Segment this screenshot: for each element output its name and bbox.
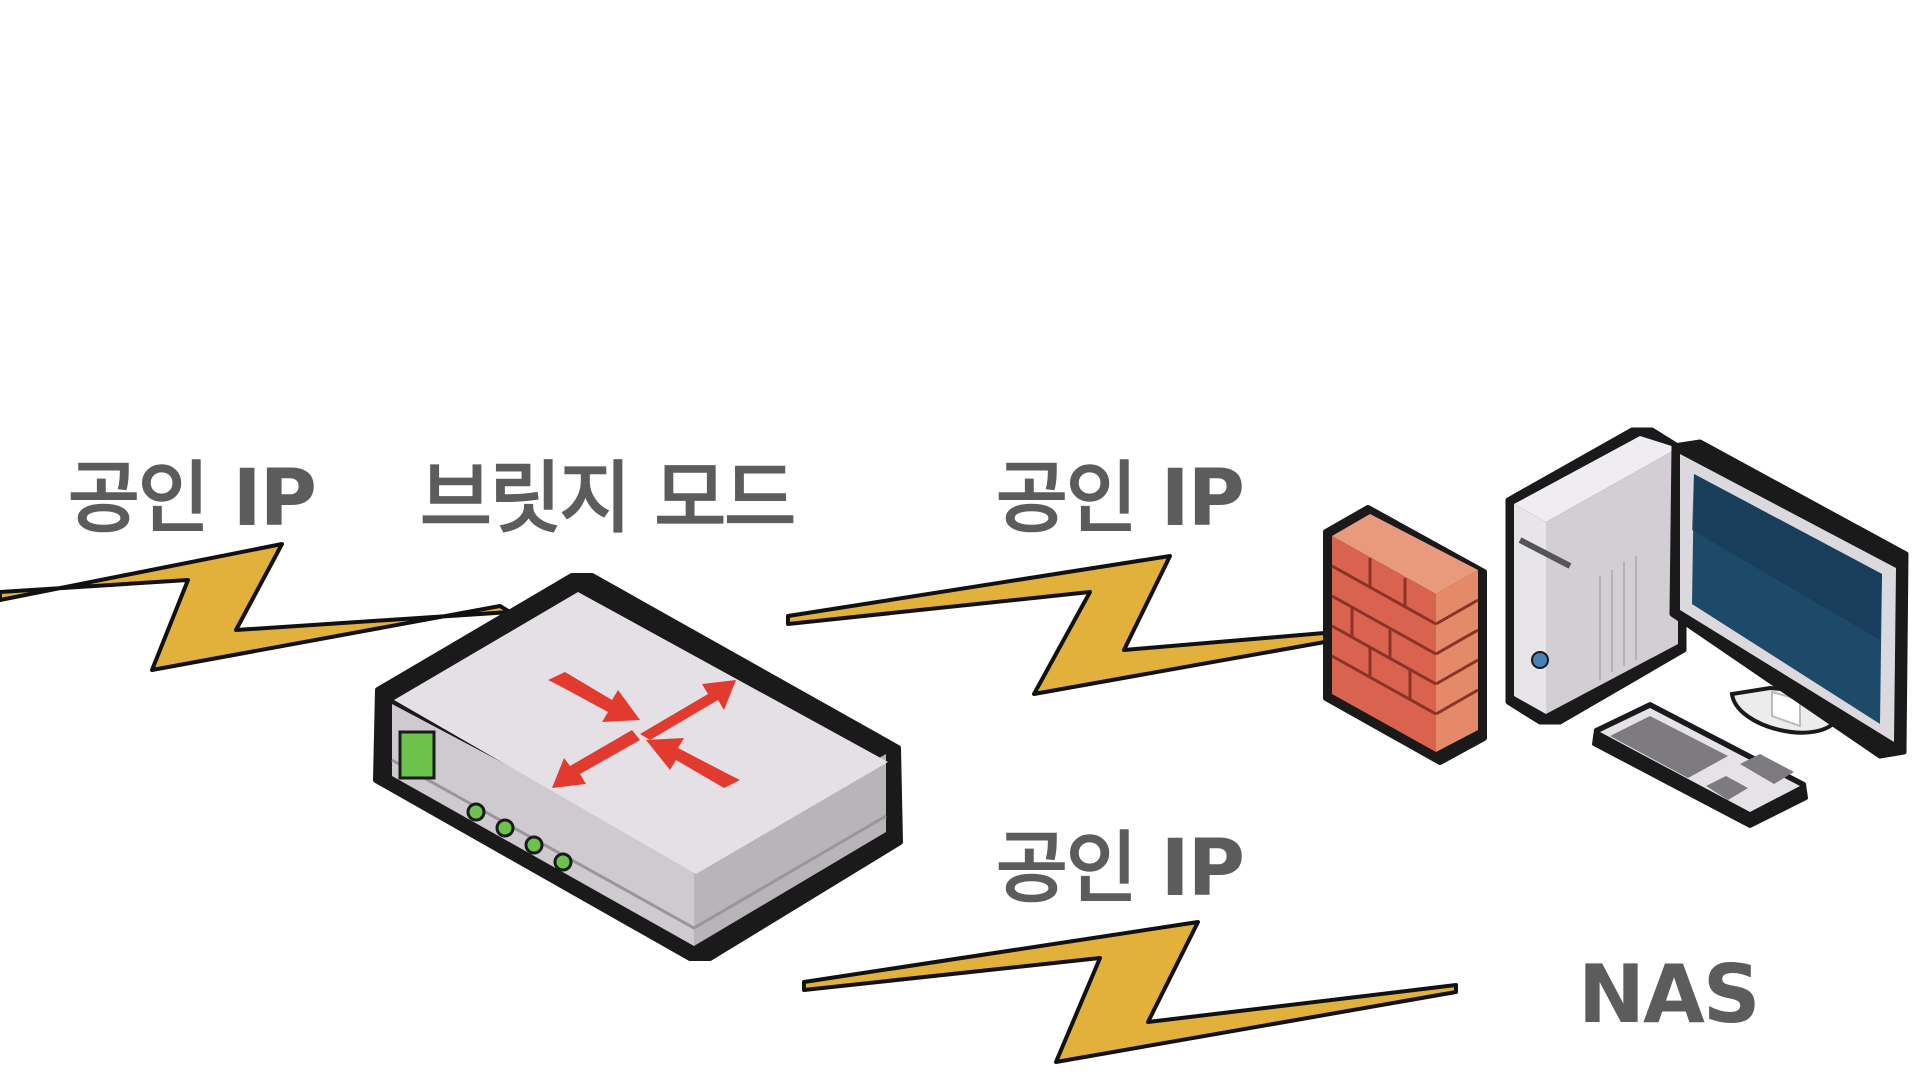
public-ip-label-firewall: 공인 IP — [996, 454, 1245, 544]
lightning-link-icon — [0, 542, 512, 672]
nas-label: NAS — [1578, 948, 1760, 1041]
firewall-icon — [1323, 505, 1487, 765]
bridge-mode-label: 브릿지 모드 — [420, 454, 796, 544]
public-ip-label-left: 공인 IP — [68, 454, 317, 544]
public-ip-label-nas: 공인 IP — [996, 824, 1245, 914]
lightning-link-icon — [802, 920, 1458, 1064]
lightning-link-icon — [786, 554, 1338, 696]
router-icon — [373, 573, 903, 961]
desktop-computer-icon — [1505, 427, 1909, 828]
